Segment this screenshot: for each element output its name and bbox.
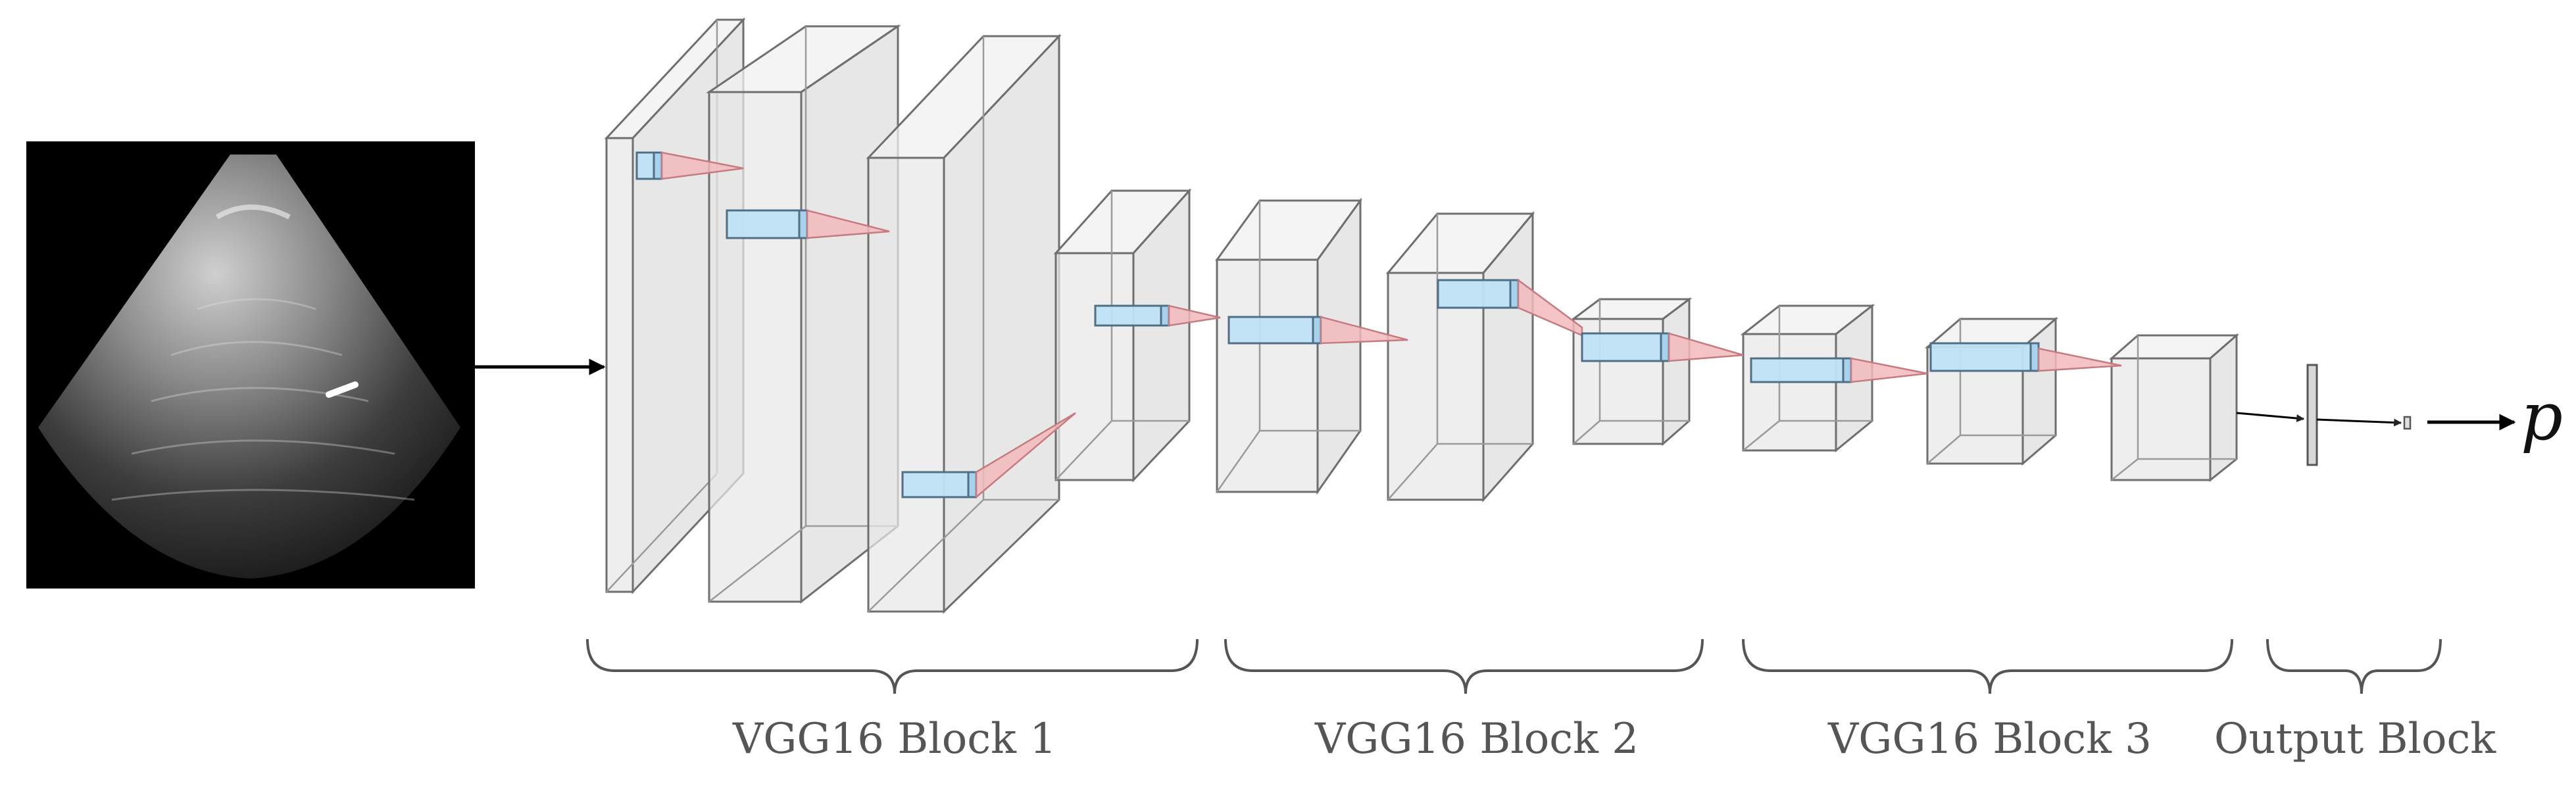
block-braces	[586, 638, 2442, 694]
layer-conv2-2	[1385, 210, 1535, 502]
layer-pool3	[2109, 333, 2239, 483]
kernel-5	[1227, 316, 1408, 345]
kernel-7	[1581, 332, 1744, 362]
output-probability-label: p	[2521, 378, 2563, 455]
label-vgg16-block-1: VGG16 Block 1	[732, 715, 1056, 763]
kernel-9	[1929, 342, 2122, 372]
brace-output-block	[2266, 638, 2442, 694]
label-vgg16-block-2: VGG16 Block 2	[1314, 715, 1639, 763]
input-ultrasound-image	[26, 141, 475, 589]
kernel-3	[901, 412, 1076, 499]
layer-conv3-2	[1924, 316, 2059, 466]
brace-block-2	[1224, 638, 1704, 694]
kernel-1	[635, 151, 744, 180]
label-vgg16-block-3: VGG16 Block 3	[1827, 715, 2152, 763]
brace-block-1	[586, 638, 1199, 694]
brace-block-3	[1742, 638, 2233, 694]
kernel-6	[1437, 278, 1583, 337]
layer-conv3-1	[1740, 303, 1875, 453]
kernel-8	[1750, 357, 1928, 383]
label-output-block: Output Block	[2214, 715, 2497, 763]
dense-layer-bar	[2306, 364, 2318, 466]
layer-conv1-3	[866, 34, 1062, 614]
block-labels: VGG16 Block 1 VGG16 Block 2 VGG16 Block …	[732, 715, 2496, 763]
output-block-graphics: p	[2236, 364, 2563, 466]
layer-pool2	[1570, 297, 1693, 446]
kernel-2	[726, 209, 890, 239]
layer-conv2-1	[1215, 197, 1362, 495]
layer-pool1	[1053, 188, 1192, 483]
output-neuron	[2403, 416, 2412, 430]
kernels-and-cones	[635, 151, 2122, 499]
kernel-4	[1094, 304, 1221, 327]
